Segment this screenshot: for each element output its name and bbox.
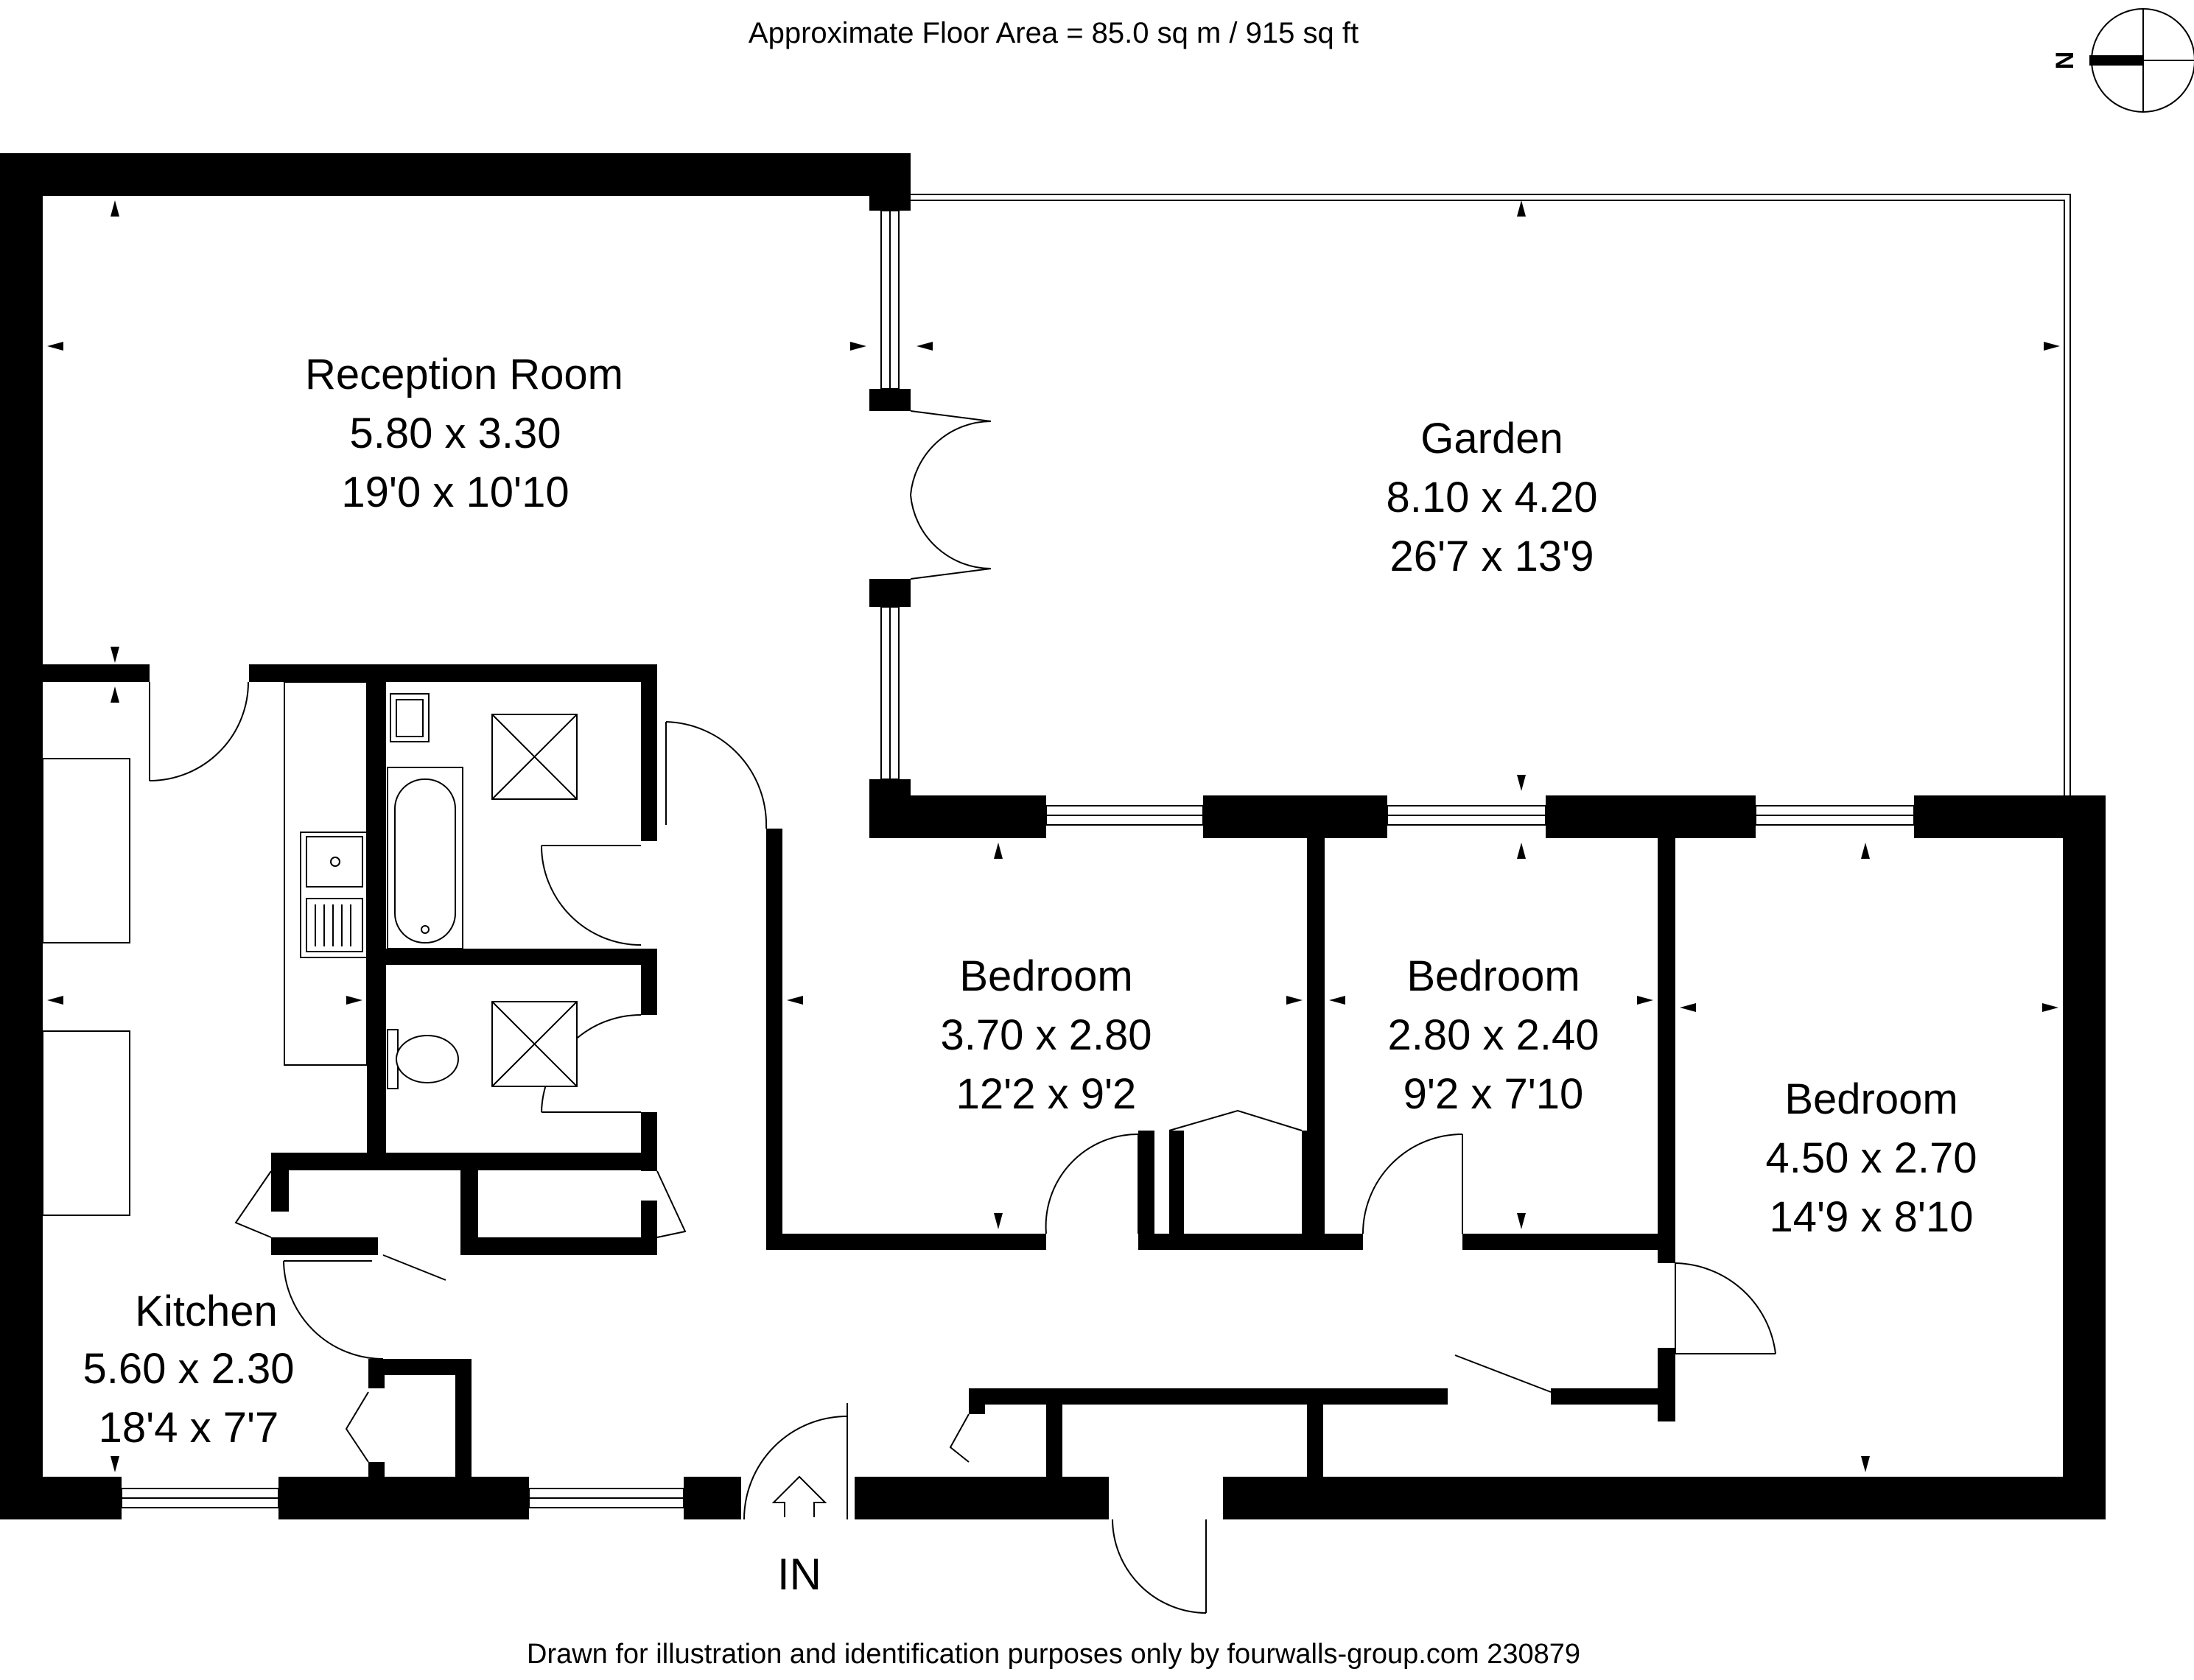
bath-icon	[387, 767, 463, 949]
north-label: N	[2051, 52, 2079, 70]
reception-imperial: 19'0 x 10'10	[341, 468, 569, 516]
garden-boundary	[911, 194, 2071, 795]
doors	[149, 410, 1776, 1614]
kitchen-imperial: 18'4 x 7'7	[99, 1404, 279, 1452]
label-bedroom-2: Bedroom 2.80 x 2.40 9'2 x 7'10	[1388, 952, 1599, 1118]
disclaimer-text: Drawn for illustration and identificatio…	[527, 1639, 1580, 1670]
toilet-icon	[387, 1029, 459, 1089]
bedroom2-metric: 2.80 x 2.40	[1388, 1011, 1599, 1059]
label-kitchen: Kitchen 5.60 x 2.30 18'4 x 7'7	[83, 1287, 295, 1452]
bedroom2-name: Bedroom	[1406, 952, 1580, 1000]
shower-tray-icon	[491, 714, 578, 800]
kitchen-name: Kitchen	[135, 1287, 277, 1335]
reception-metric: 5.80 x 3.30	[350, 410, 561, 457]
entrance-label: IN	[777, 1550, 821, 1599]
kitchen-unit-upper	[42, 758, 130, 943]
label-bedroom-1: Bedroom 3.70 x 2.80 12'2 x 9'2	[941, 952, 1152, 1118]
garden-imperial: 26'7 x 13'9	[1390, 533, 1594, 580]
exterior-walls	[0, 153, 2106, 1519]
garden-name: Garden	[1420, 415, 1563, 463]
label-reception: Reception Room 5.80 x 3.30 19'0 x 10'10	[305, 351, 623, 516]
reception-name: Reception Room	[305, 351, 623, 398]
bedroom3-name: Bedroom	[1784, 1075, 1958, 1123]
windows	[121, 210, 1915, 1508]
kitchen-unit-lower	[42, 1030, 130, 1216]
basin-icon	[390, 693, 430, 742]
shower-tray-2-icon	[491, 1001, 578, 1087]
bedroom3-metric: 4.50 x 2.70	[1766, 1134, 1977, 1182]
interior-walls	[43, 664, 1675, 1499]
bedroom1-name: Bedroom	[959, 952, 1132, 1000]
bedroom3-imperial: 14'9 x 8'10	[1770, 1193, 1974, 1241]
floor-area-caption: Approximate Floor Area = 85.0 sq m / 915…	[749, 17, 1359, 49]
bedroom1-imperial: 12'2 x 9'2	[956, 1070, 1137, 1118]
garden-metric: 8.10 x 4.20	[1387, 474, 1598, 521]
kitchen-sink-icon	[300, 832, 368, 958]
dimension-arrows	[47, 200, 2060, 1472]
entrance-arrow-icon	[771, 1475, 827, 1517]
kitchen-metric: 5.60 x 2.30	[83, 1345, 295, 1393]
bedroom2-imperial: 9'2 x 7'10	[1403, 1070, 1584, 1118]
bedroom1-metric: 3.70 x 2.80	[941, 1011, 1152, 1059]
label-bedroom-3: Bedroom 4.50 x 2.70 14'9 x 8'10	[1766, 1075, 1977, 1241]
label-garden: Garden 8.10 x 4.20 26'7 x 13'9	[1387, 415, 1598, 580]
compass-icon: N	[2051, 8, 2194, 113]
